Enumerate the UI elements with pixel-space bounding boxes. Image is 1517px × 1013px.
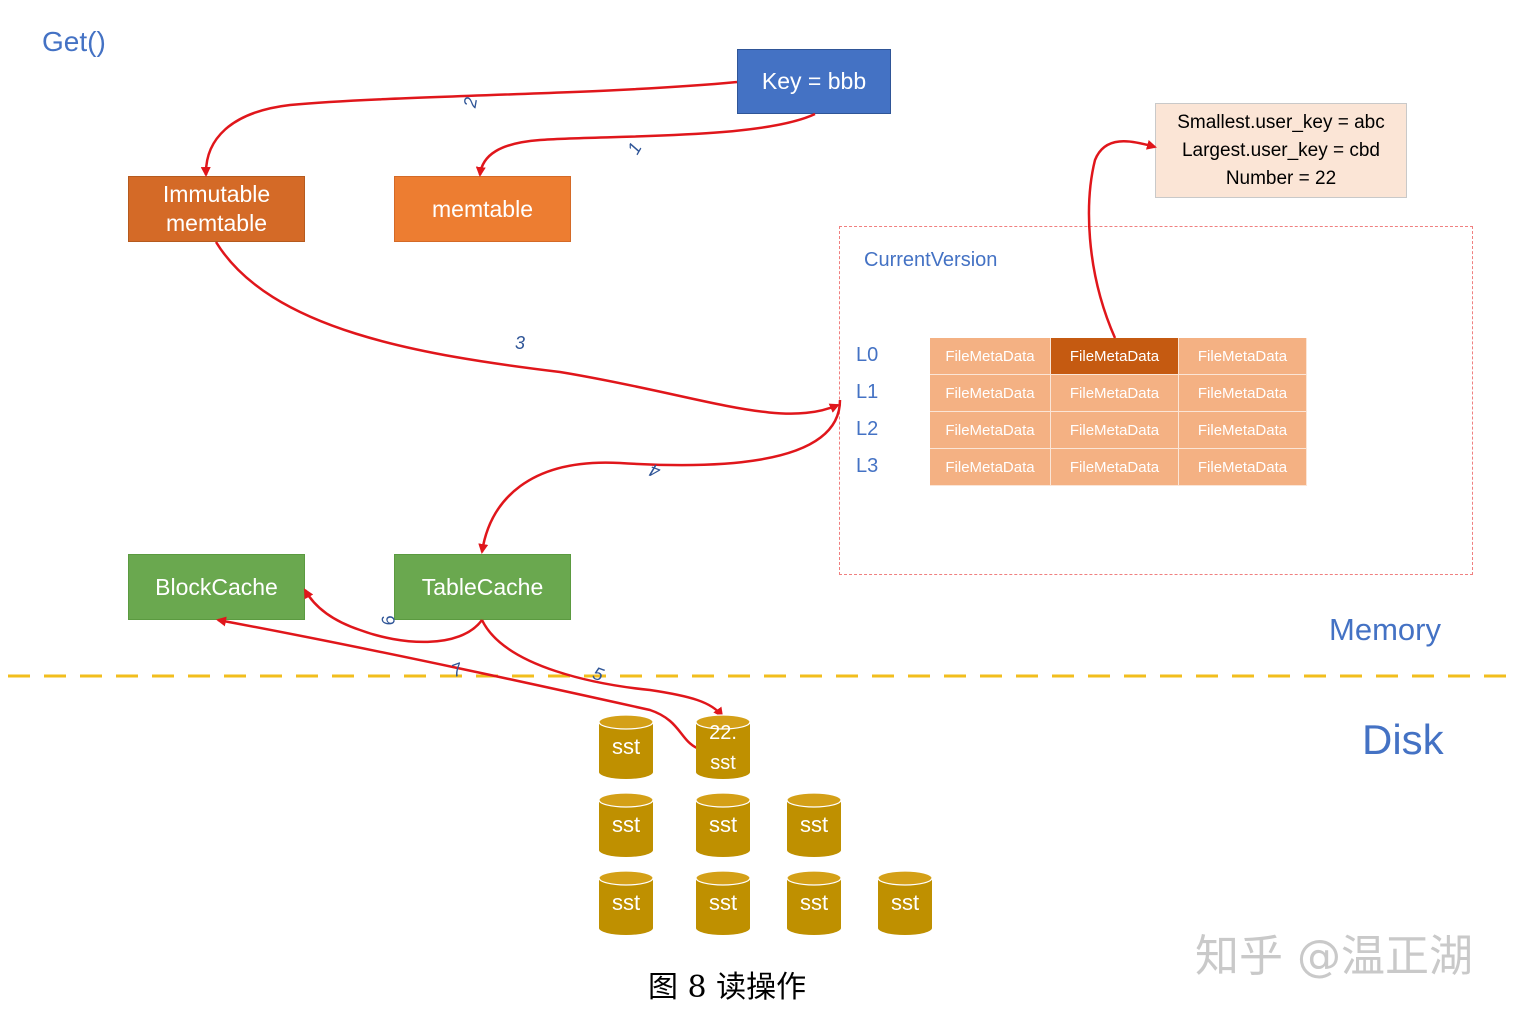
figure-caption: 图 8 读操作 <box>648 970 807 1005</box>
file-metadata-cell: FileMetaData <box>1179 375 1307 412</box>
file-metadata-cell: FileMetaData <box>930 449 1051 486</box>
sst-file: sst <box>598 792 654 858</box>
sst-file: sst <box>695 870 751 936</box>
cylinder-shape <box>695 714 751 779</box>
cylinder-shape <box>786 792 842 857</box>
sst-file: sst <box>786 870 842 936</box>
sst-label: sst <box>708 812 738 837</box>
file-metadata-cell: FileMetaData <box>1179 449 1307 486</box>
cylinder-shape <box>598 792 654 857</box>
disk-region-label: Disk <box>1362 716 1444 763</box>
current-version-label: CurrentVersion <box>864 249 998 271</box>
file-meta-largest: Largest.user_key = cbd <box>1181 139 1381 161</box>
sst-label: sst <box>611 890 641 915</box>
sst-label: sst <box>799 812 829 837</box>
diagram-title: Get() <box>42 26 106 57</box>
sst-file: sst <box>695 792 751 858</box>
file-metadata-grid: FileMetaData FileMetaData FileMetaData F… <box>930 338 1307 486</box>
arrow-step-5 <box>480 619 724 718</box>
sst-file: sst <box>786 792 842 858</box>
sst-file: sst <box>598 870 654 936</box>
sst-file: sst <box>877 870 933 936</box>
sst-label: sst <box>611 734 641 759</box>
level-l2: L2 <box>856 418 879 440</box>
sst-target-label-line1: 22. <box>709 722 737 744</box>
level-l3: L3 <box>856 455 879 477</box>
arrow-step-1 <box>475 112 816 177</box>
cylinder-shape <box>598 870 654 935</box>
step-label-3: 3 <box>515 333 526 353</box>
memtable-node: memtable <box>394 176 571 242</box>
arrow-step-4 <box>478 399 842 554</box>
file-meta-number: Number = 22 <box>1225 167 1337 189</box>
file-metadata-cell: FileMetaData <box>1051 449 1179 486</box>
cylinder-shape <box>598 714 654 779</box>
immutable-memtable-node: Immutable memtable <box>128 176 305 242</box>
cylinder-shape <box>786 870 842 935</box>
arrow-step-2 <box>200 80 738 177</box>
level-l0: L0 <box>856 344 879 366</box>
immutable-label-line1: Immutable <box>162 181 271 208</box>
sst-target-label-line2: sst <box>710 752 736 774</box>
file-metadata-cell: FileMetaData <box>930 338 1051 375</box>
file-meta-detail: Smallest.user_key = abc Largest.user_key… <box>1155 103 1407 198</box>
file-metadata-cell: FileMetaData <box>1051 375 1179 412</box>
file-meta-smallest: Smallest.user_key = abc <box>1177 111 1385 133</box>
arrow-step-7 <box>216 616 698 750</box>
file-metadata-cell-highlighted: FileMetaData <box>1051 338 1179 375</box>
immutable-label-line2: memtable <box>166 210 267 236</box>
sst-file: sst <box>598 714 654 780</box>
arrow-step-3 <box>214 241 840 415</box>
sst-label: sst <box>611 812 641 837</box>
watermark: 知乎 @温正湖 <box>1195 931 1473 982</box>
sst-label: sst <box>890 890 920 915</box>
file-metadata-cell: FileMetaData <box>930 412 1051 449</box>
sst-file-22: 22. sst <box>695 714 751 780</box>
memory-region-label: Memory <box>1329 612 1441 647</box>
blockcache-node: BlockCache <box>128 554 305 620</box>
sst-label: sst <box>799 890 829 915</box>
file-metadata-cell: FileMetaData <box>1051 412 1179 449</box>
sst-label: sst <box>708 890 738 915</box>
file-metadata-cell: FileMetaData <box>1179 412 1307 449</box>
file-metadata-cell: FileMetaData <box>1179 338 1307 375</box>
key-node: Key = bbb <box>737 49 891 114</box>
cylinder-shape <box>877 870 933 935</box>
arrow-file-meta <box>1087 140 1157 339</box>
level-l1: L1 <box>856 381 879 403</box>
cylinder-shape <box>695 792 751 857</box>
arrow-step-6 <box>303 588 484 644</box>
cylinder-shape <box>695 870 751 935</box>
file-metadata-cell: FileMetaData <box>930 375 1051 412</box>
tablecache-node: TableCache <box>394 554 571 620</box>
